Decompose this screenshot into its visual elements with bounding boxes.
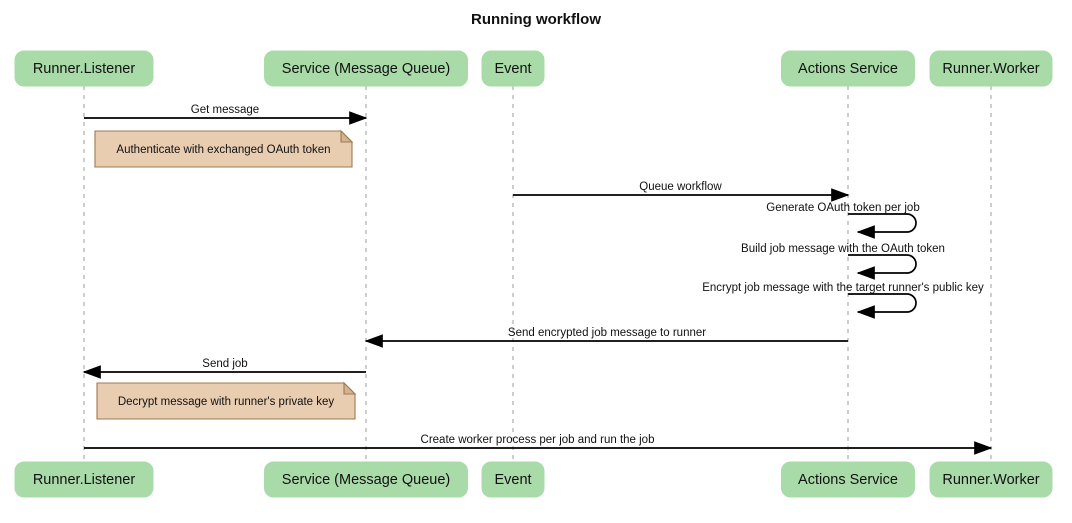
participant-actions-service-top[interactable]: Actions Service [781,50,915,87]
message-label: Send encrypted job message to runner [508,327,706,339]
message-get-message[interactable]: Get message [84,104,368,125]
participant-box [264,461,468,498]
message-label: Build job message with the OAuth token [741,243,945,255]
participant-label: Runner.Worker [942,61,1039,77]
participant-label: Actions Service [798,472,898,488]
participant-event-top[interactable]: Event [481,50,545,87]
participant-runner-listener-bottom[interactable]: Runner.Listener [14,461,154,498]
participant-runner-worker-top[interactable]: Runner.Worker [929,50,1053,87]
message-encrypt-job-message[interactable]: Encrypt job message with the target runn… [702,282,984,319]
participant-label: Runner.Listener [33,61,136,77]
participant-box [929,461,1053,498]
note-decrypt[interactable]: Decrypt message with runner's private ke… [96,381,357,420]
participant-box [481,461,545,498]
note-body [94,130,353,168]
message-send-encrypted-job-message[interactable]: Send encrypted job message to runner [364,327,848,348]
note-fold-corner-icon [343,381,357,395]
note-authenticate[interactable]: Authenticate with exchanged OAuth token [94,129,354,168]
participant-label: Event [494,472,531,488]
message-send-job[interactable]: Send job [82,358,366,379]
note-label: Authenticate with exchanged OAuth token [116,144,330,156]
message-build-job-message[interactable]: Build job message with the OAuth token [741,243,945,280]
note-body [96,382,356,420]
participant-runner-listener-top[interactable]: Runner.Listener [14,50,154,87]
participant-runner-worker-bottom[interactable]: Runner.Worker [929,461,1053,498]
self-call-path [848,293,917,319]
message-create-worker-process[interactable]: Create worker process per job and run th… [84,434,993,455]
self-call-path [848,254,917,280]
notes-layer: Authenticate with exchanged OAuth tokenD… [94,129,357,420]
note-label: Decrypt message with runner's private ke… [118,396,335,408]
participant-box [14,50,154,87]
participant-label: Service (Message Queue) [282,472,450,488]
self-call-path [848,213,917,239]
message-queue-workflow[interactable]: Queue workflow [513,181,850,202]
participant-label: Runner.Worker [942,472,1039,488]
participant-label: Event [494,61,531,77]
message-label: Encrypt job message with the target runn… [702,282,984,294]
message-label: Create worker process per job and run th… [421,434,655,446]
message-label: Get message [191,104,259,116]
participant-box [929,50,1053,87]
message-label: Generate OAuth token per job [766,202,919,214]
participant-service-mq-bottom[interactable]: Service (Message Queue) [264,461,468,498]
participant-box [481,50,545,87]
note-fold-corner-icon [340,129,354,143]
participant-label: Service (Message Queue) [282,61,450,77]
participant-box [781,461,915,498]
page-title: Running workflow [471,11,601,28]
participant-event-bottom[interactable]: Event [481,461,545,498]
participant-actions-service-bottom[interactable]: Actions Service [781,461,915,498]
message-label: Send job [202,358,247,370]
message-label: Queue workflow [639,181,722,193]
participant-label: Actions Service [798,61,898,77]
participant-box [781,50,915,87]
participant-service-mq-top[interactable]: Service (Message Queue) [264,50,468,87]
participant-label: Runner.Listener [33,472,136,488]
message-generate-oauth-token[interactable]: Generate OAuth token per job [766,202,920,239]
participant-box [14,461,154,498]
participant-box [264,50,468,87]
